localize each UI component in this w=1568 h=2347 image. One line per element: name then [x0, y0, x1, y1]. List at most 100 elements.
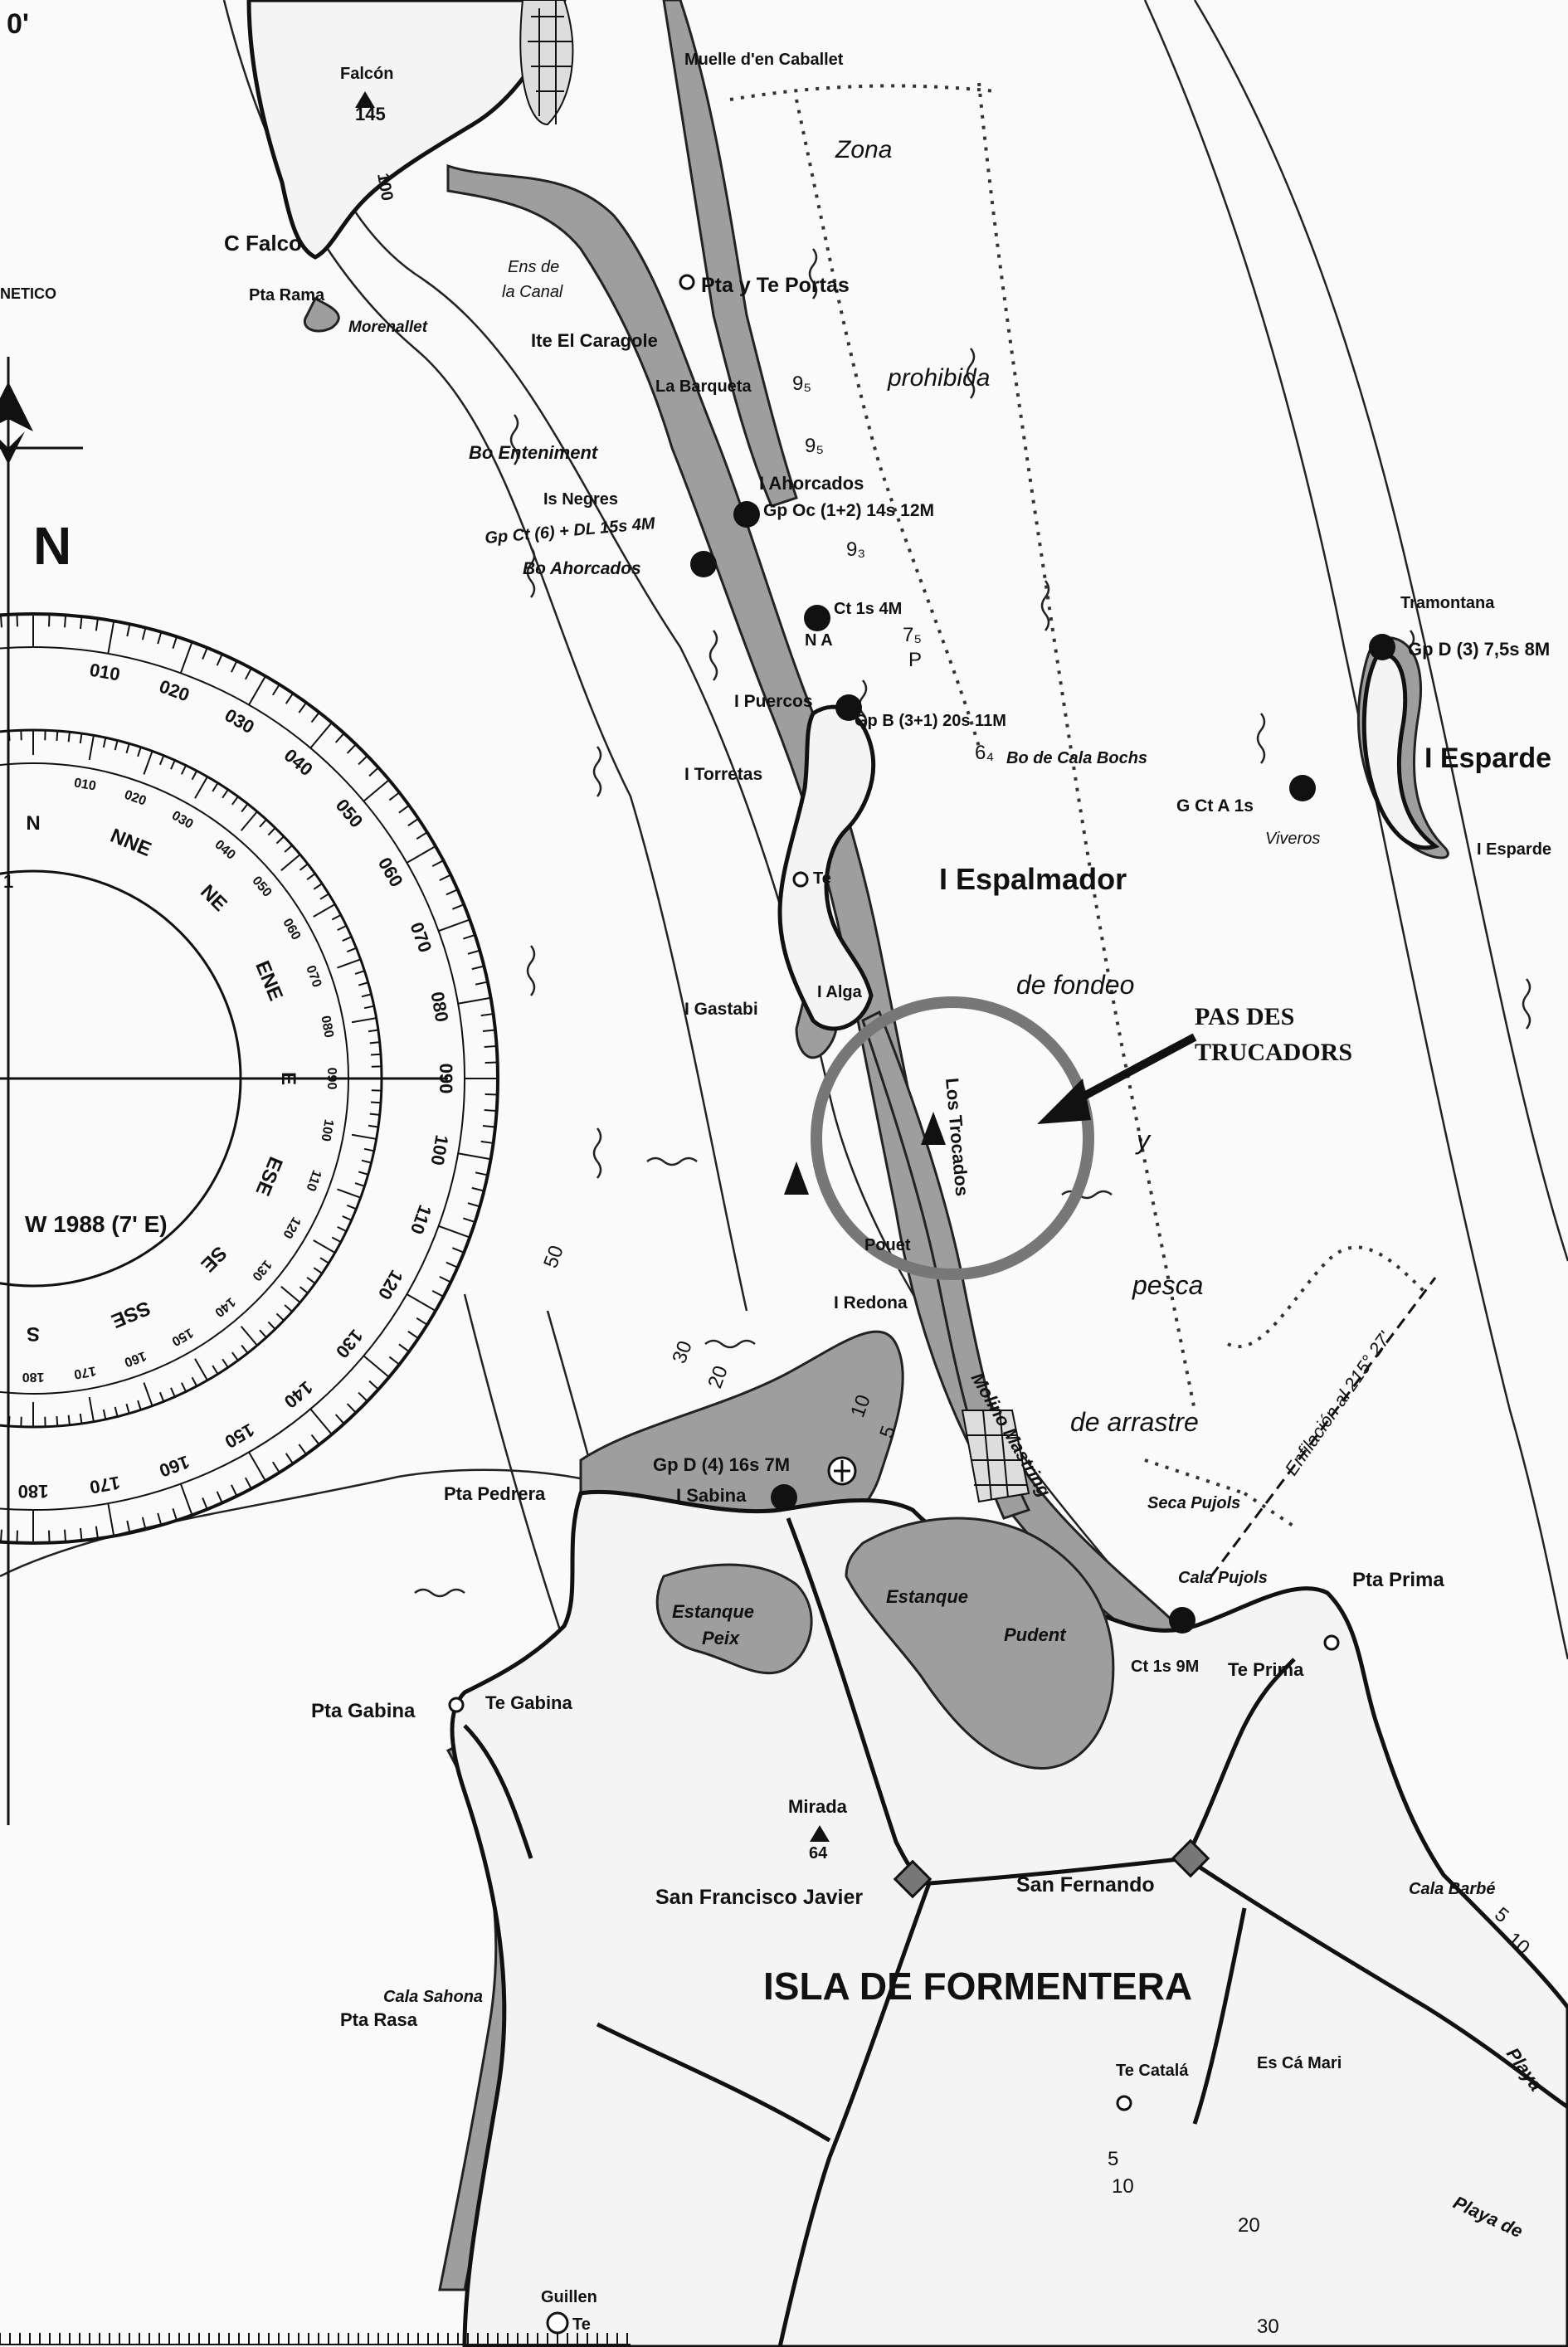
compass-tick [298, 702, 307, 713]
label-la-canal: la Canal [502, 283, 563, 301]
place-labels: Falcón 145 100 C Falco Pta Rama Morenall… [224, 51, 1551, 2334]
label-i-puercos: I Puercos [734, 692, 813, 711]
compass-tick [141, 1517, 147, 1530]
compass-tick [368, 1380, 379, 1390]
compass-tick [354, 1182, 365, 1187]
label-viveros: Viveros [1265, 830, 1320, 848]
compass-tick [370, 1053, 382, 1056]
compass-tick [102, 737, 107, 748]
magnetic-label: NETICO [0, 285, 56, 302]
highlight-title-line2: TRUCADORS [1195, 1039, 1352, 1066]
compass-tick [88, 735, 95, 761]
label-pta-prima: Pta Prima [1352, 1569, 1444, 1591]
pas-des-trucadors-highlight [811, 996, 1197, 1280]
label-i-redona: I Redona [834, 1293, 908, 1312]
label-ite-el-caragole: Ite El Caragole [531, 330, 658, 351]
label-pouet: Pouet [864, 1236, 911, 1254]
compass-tick [337, 1188, 362, 1199]
label-bo-cala-bochs: Bo de Cala Bochs [1006, 749, 1147, 767]
compass-tick [56, 730, 59, 742]
compass-direction-label: N [26, 812, 40, 835]
compass-tick [0, 1529, 2, 1542]
compass-tick [354, 970, 365, 975]
compass-tick-label: 160 [122, 1348, 148, 1369]
compass-tick-label: 050 [249, 874, 274, 899]
compass-tick [56, 1415, 59, 1427]
compass-tick [346, 743, 357, 754]
label-pta-pedrera: Pta Pedrera [444, 1483, 546, 1504]
compass-tick [363, 1147, 375, 1152]
land-espalmador [777, 704, 876, 1031]
compass-tick [463, 1217, 475, 1224]
depth-6: 6₄ [975, 742, 994, 764]
compass-tick-label: 130 [249, 1257, 274, 1283]
compass-tick-label: 070 [303, 964, 324, 990]
compass-tick [64, 615, 67, 628]
compass-tick [306, 873, 316, 880]
compass-tick [284, 845, 293, 853]
compass-tick [222, 789, 229, 799]
label-la-barqueta: La Barqueta [655, 377, 752, 396]
compass-tick [313, 883, 323, 890]
compass-tick [157, 631, 163, 645]
compass-direction-label: SE [197, 1242, 231, 1277]
compass-tick [337, 958, 362, 969]
compass-tick [7, 1415, 11, 1427]
compass-tick [368, 767, 379, 777]
compass-tick-label: 060 [374, 854, 407, 890]
label-pta-te-portas: Pta y Te Portas [701, 274, 850, 297]
label-gp-b: Gp B (3+1) 20s 11M [855, 712, 1006, 730]
label-muelle: Muelle d'en Caballet [684, 51, 844, 69]
compass-tick [95, 1526, 99, 1539]
compass-tick [240, 1326, 258, 1346]
zone-pesca: pesca [1132, 1270, 1203, 1300]
compass-tick [331, 1236, 342, 1244]
land-areas [246, 0, 1568, 2347]
compass-tick [107, 621, 115, 655]
compass-tick [212, 1365, 219, 1375]
compass-tick [158, 1391, 165, 1402]
compass-direction-label: NE [196, 880, 231, 916]
compass-tick [337, 1225, 347, 1233]
compass-tick [102, 1409, 107, 1420]
compass-tick [337, 924, 347, 932]
label-morenallet: Morenallet [348, 319, 428, 336]
compass-tick [170, 759, 176, 770]
compass-tick [485, 1093, 498, 1096]
compass-direction-label: E [277, 1072, 299, 1085]
compass-tick [241, 803, 249, 813]
compass-tick-label: 040 [280, 745, 317, 781]
compass-tick [369, 1041, 380, 1044]
compass-tick [451, 903, 465, 910]
compass-tick-label: 080 [318, 1015, 335, 1039]
compass-tick [313, 1239, 336, 1254]
compass-tick [351, 1133, 377, 1140]
compass-tick [457, 1152, 491, 1161]
compass-north-letter: N [33, 516, 71, 576]
compass-tick [280, 854, 301, 872]
compass-tick-label: 120 [280, 1215, 303, 1241]
variation-label: W 1988 (7' E) [25, 1211, 168, 1237]
arrow-head [1037, 1079, 1091, 1124]
compass-tick [143, 750, 153, 775]
label-gp-d-sabina: Gp D (4) 16s 7M [653, 1454, 790, 1475]
label-cala-sahona: Cala Sahona [383, 1988, 483, 2006]
compass-tick [416, 1317, 428, 1326]
compass-tick [363, 1355, 390, 1378]
label-mirada-height: 64 [809, 1844, 828, 1863]
compass-tick [191, 770, 198, 781]
label-es-ca-mari: Es Cá Mari [1257, 2054, 1342, 2072]
compass-tick [240, 811, 258, 831]
compass-tick [439, 874, 451, 881]
compass-tick [398, 1343, 410, 1352]
compass-tick [431, 1289, 444, 1298]
compass-tick [484, 1044, 497, 1048]
compass-tick [467, 1202, 480, 1208]
compass-tick [485, 1061, 498, 1064]
depth-50: 50 [539, 1243, 568, 1271]
label-isla-formentera: ISLA DE FORMENTERA [763, 1965, 1192, 2008]
compass-tick [88, 1396, 95, 1422]
compass-tick [248, 675, 266, 706]
compass-tick-label: 140 [212, 1294, 237, 1319]
